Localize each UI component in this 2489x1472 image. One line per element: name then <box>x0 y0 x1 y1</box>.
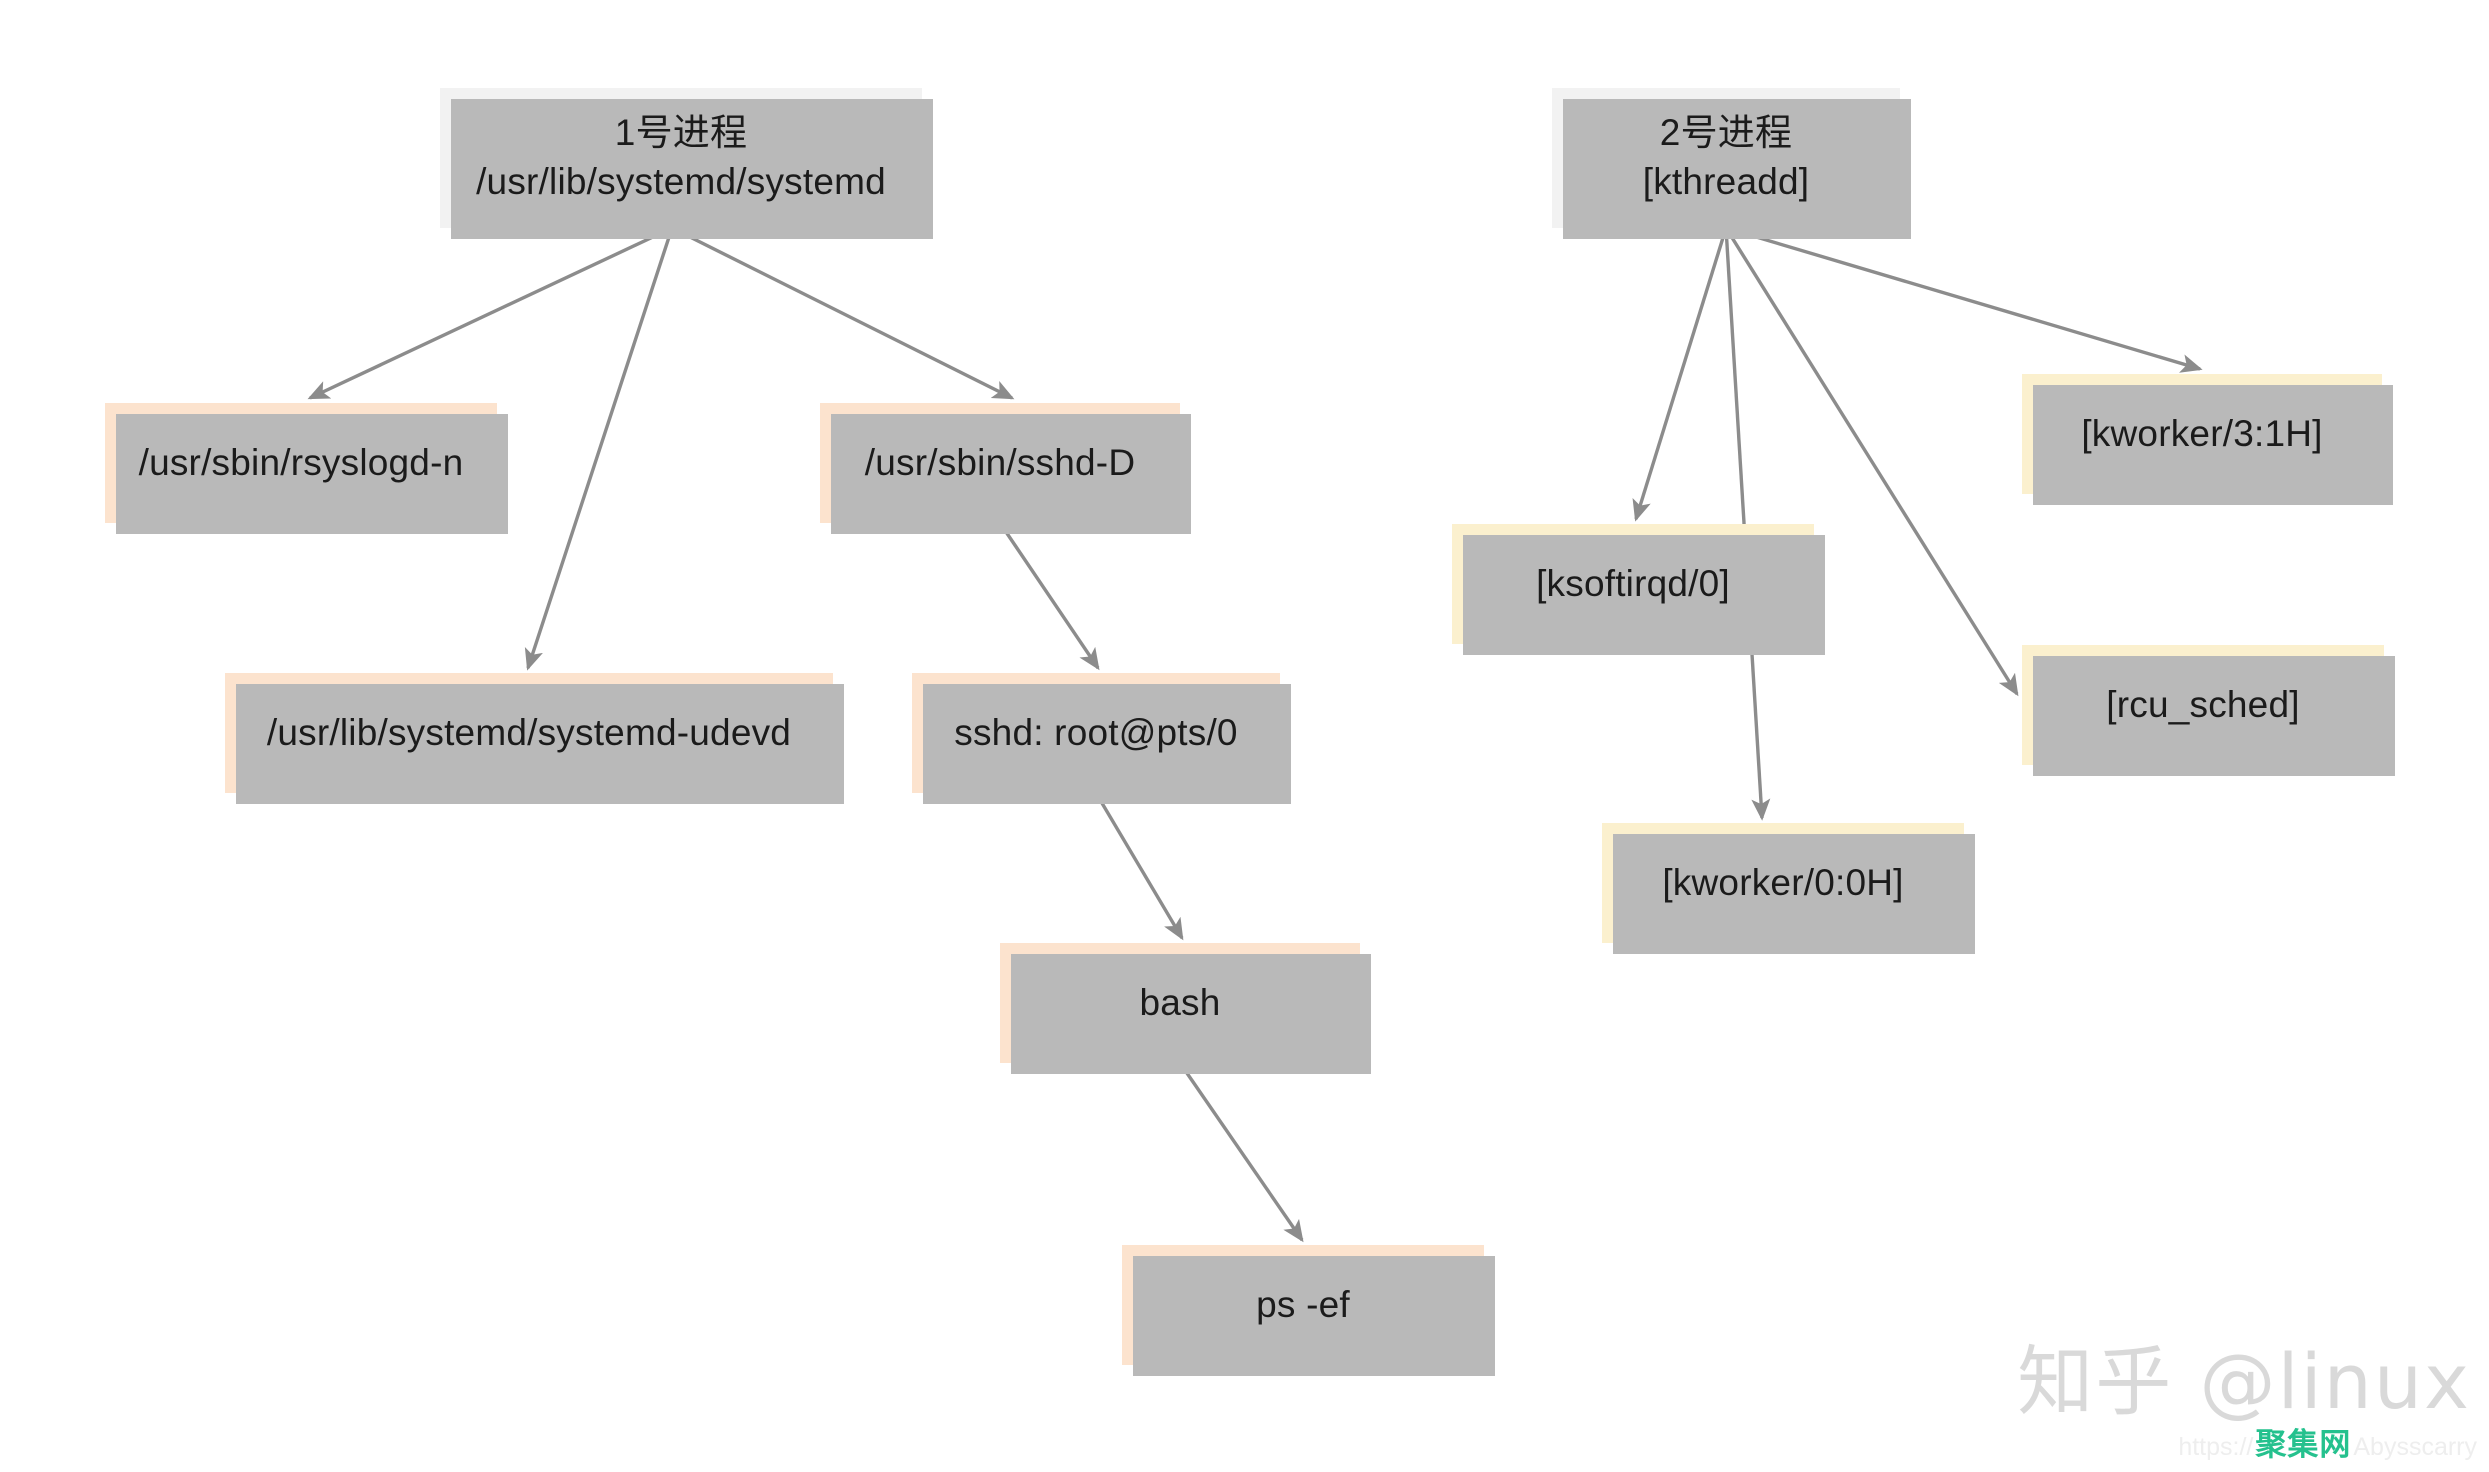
watermark-badge: 聚集网 <box>2255 1427 2352 1463</box>
edge-systemd-to-udevd <box>524 227 674 671</box>
node-label-primary: ps -ef <box>1256 1283 1350 1325</box>
node-label-primary: 2号进程 <box>1659 112 1793 154</box>
process-node-psef: ps -ef <box>1122 1245 1495 1376</box>
edge-kthreadd-to-kworker31h <box>1725 226 2203 373</box>
watermark-url-suffix: Abysscarry <box>2353 1433 2477 1461</box>
edge-bash-to-psef <box>1178 1062 1304 1243</box>
process-node-sshd-pts: sshd: root@pts/0 <box>912 673 1291 804</box>
edge-kthreadd-to-ksoftirqd <box>1632 227 1728 522</box>
node-label-primary: /usr/lib/systemd/systemd-udevd <box>266 711 792 753</box>
edge-sshd-pts-to-bash <box>1094 792 1184 941</box>
watermark-text: 知乎 @linux <box>2017 1337 2471 1426</box>
process-node-kworker31h: [kworker/3:1H] <box>2022 374 2393 505</box>
process-node-bash: bash <box>1000 943 1371 1074</box>
process-node-udevd: /usr/lib/systemd/systemd-udevd <box>225 673 844 804</box>
node-label-primary: [rcu_sched] <box>2106 683 2300 725</box>
node-label-primary: /usr/sbin/sshd-D <box>864 441 1136 483</box>
node-label-secondary: /usr/lib/systemd/systemd <box>476 161 886 202</box>
edge-kthreadd-to-kworker00h <box>1724 227 1771 821</box>
process-node-rsyslogd: /usr/sbin/rsyslogd-n <box>105 403 508 534</box>
node-label-primary: /usr/sbin/rsyslogd-n <box>138 441 464 483</box>
node-label-primary: 1号进程 <box>614 112 748 154</box>
watermark-url-prefix: https:// <box>2178 1433 2254 1461</box>
node-label-secondary: [kthreadd] <box>1642 161 1810 202</box>
node-label-primary: [ksoftirqd/0] <box>1536 562 1730 604</box>
process-node-sshd: /usr/sbin/sshd-D <box>820 403 1191 534</box>
watermark-sub: https:// 聚集网 Abysscarry <box>2178 1419 2477 1464</box>
process-node-rcusched: [rcu_sched] <box>2022 645 2395 776</box>
edge-sshd-to-sshd-pts <box>998 522 1100 671</box>
node-label-primary: sshd: root@pts/0 <box>954 711 1238 753</box>
edge-systemd-to-rsyslogd <box>307 226 673 400</box>
process-node-ksoftirqd: [ksoftirqd/0] <box>1452 524 1825 655</box>
watermark: 知乎 @linux <box>2017 1344 2471 1420</box>
node-label-primary: [kworker/0:0H] <box>1662 861 1904 903</box>
node-label-primary: [kworker/3:1H] <box>2081 412 2323 454</box>
node-label-primary: bash <box>1139 981 1221 1023</box>
edge-systemd-to-sshd <box>671 226 1015 400</box>
process-node-kworker00h: [kworker/0:0H] <box>1602 823 1975 954</box>
process-node-systemd: 1号进程/usr/lib/systemd/systemd <box>440 88 933 239</box>
process-node-kthreadd: 2号进程 [kthreadd] <box>1552 88 1911 239</box>
